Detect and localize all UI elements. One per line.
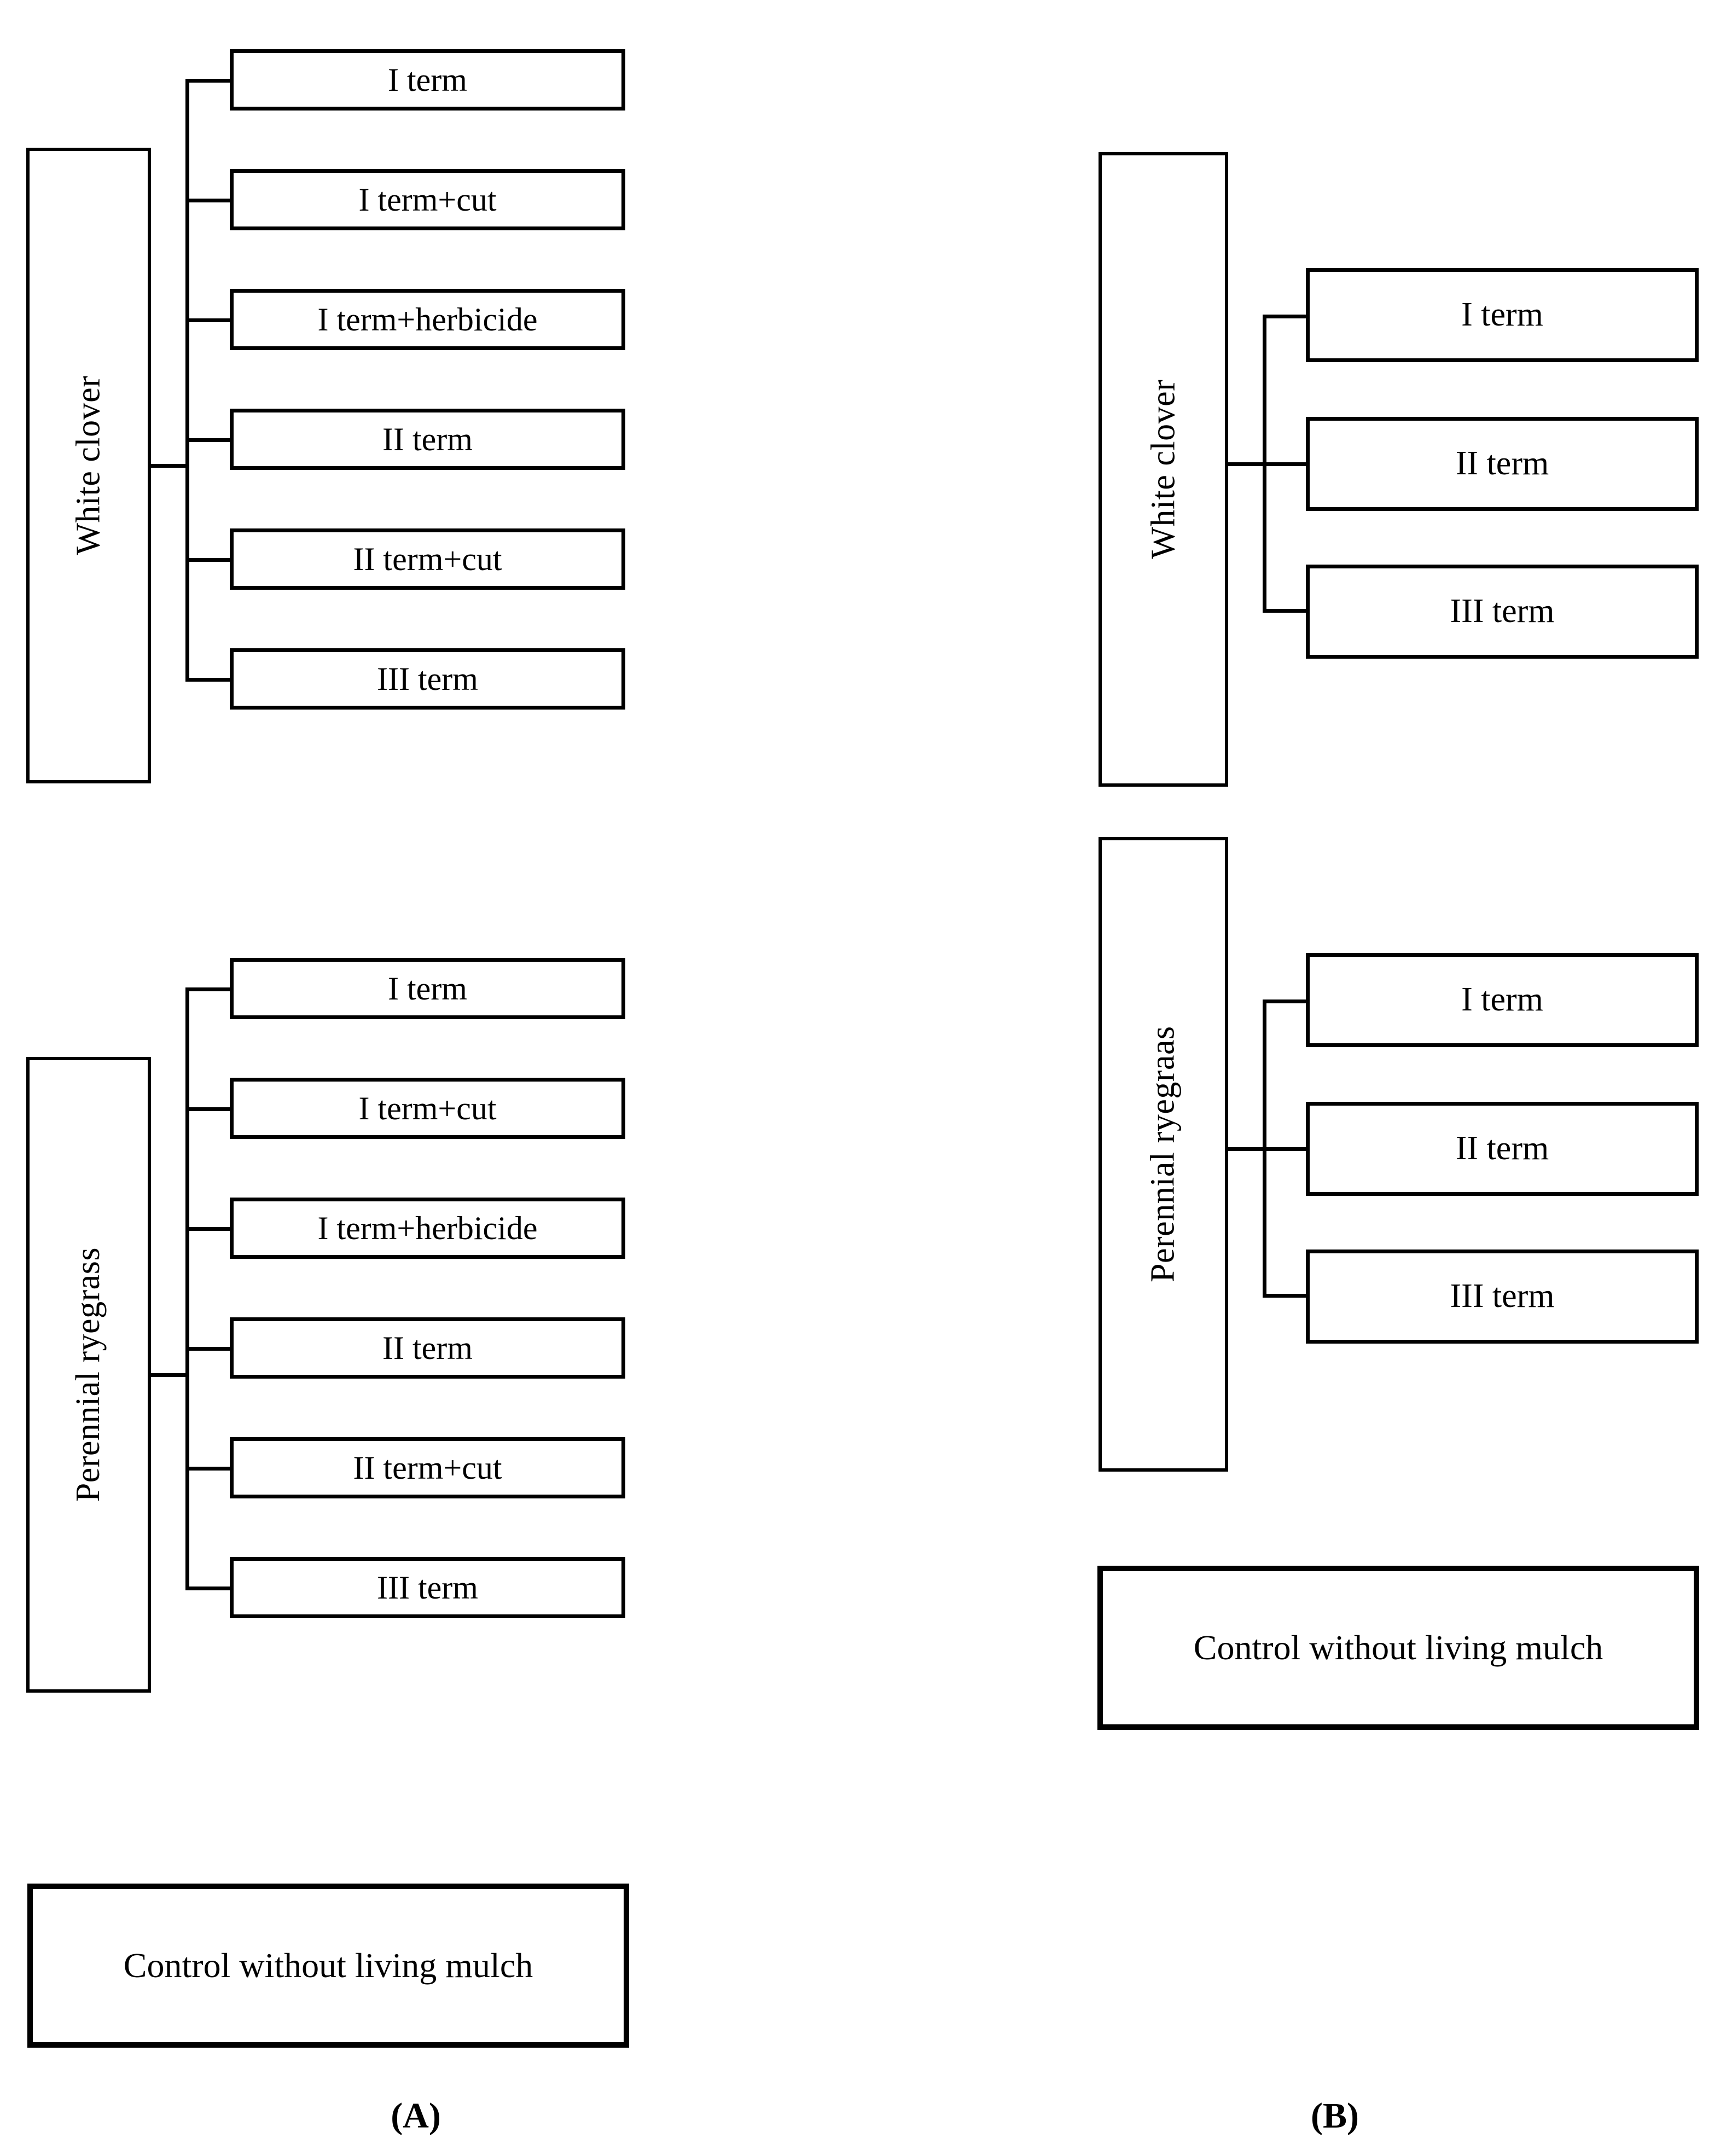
- panel-a-group-1-child-4-label: II term: [382, 421, 473, 457]
- panel-b-group-2-child-2: II term: [1306, 1102, 1699, 1196]
- panel-a-group-2-child-1: I term: [230, 958, 625, 1019]
- panel-a-caption-text: (A): [391, 2096, 441, 2136]
- panel-a-caption: (A): [350, 2095, 481, 2137]
- panel-a-group-2-child-1-label: I term: [388, 970, 467, 1007]
- panel-a-group-1-stub-6: [185, 678, 233, 682]
- panel-a-group-2-parent-label: Perennial ryegrass: [69, 1247, 107, 1502]
- panel-b-group-2-child-3: III term: [1306, 1250, 1699, 1344]
- panel-a-group-1-child-2: I term+cut: [230, 169, 625, 230]
- panel-a-group-1-child-5-label: II term+cut: [353, 541, 502, 577]
- panel-a-group-1-stub-4: [185, 438, 233, 442]
- panel-b-group-1-parent-box: White clover: [1099, 152, 1228, 787]
- panel-a-group-1-stub-3: [185, 318, 233, 322]
- panel-b-group-1-child-2: II term: [1306, 417, 1699, 511]
- panel-b-group-2-trunk: [1225, 1147, 1265, 1151]
- panel-a-group-2-parent-box: Perennial ryegrass: [26, 1057, 151, 1693]
- panel-a-group-1-child-6: III term: [230, 648, 625, 710]
- panel-a-group-2-child-6: III term: [230, 1557, 625, 1618]
- panel-a-group-1-child-2-label: I term+cut: [358, 181, 497, 218]
- panel-b-group-2-child-1-label: I term: [1461, 981, 1543, 1019]
- panel-a-group-2-trunk: [149, 1373, 188, 1377]
- panel-b-group-2-parent-box: Perennial ryegraas: [1099, 837, 1228, 1472]
- panel-a-control-box: Control without living mulch: [27, 1884, 629, 2048]
- panel-b-group-1-child-1-label: I term: [1461, 296, 1543, 334]
- panel-a-group-1-child-4: II term: [230, 409, 625, 470]
- panel-a-group-2-child-4-label: II term: [382, 1329, 473, 1366]
- panel-b-caption: (B): [1269, 2095, 1400, 2137]
- panel-a-group-2-stub-2: [185, 1107, 233, 1111]
- panel-a-group-2-child-3-label: I term+herbicide: [317, 1210, 538, 1246]
- panel-b-group-2-stub-2: [1263, 1147, 1309, 1151]
- panel-b-group-1-trunk: [1225, 462, 1265, 466]
- panel-b-group-2-parent-label: Perennial ryegraas: [1144, 1026, 1182, 1283]
- panel-b-control-box: Control without living mulch: [1097, 1566, 1699, 1730]
- panel-b-group-1-stub-1: [1263, 315, 1309, 318]
- panel-b-group-1-stub-2: [1263, 462, 1309, 466]
- panel-a-group-1-child-3: I term+herbicide: [230, 289, 625, 350]
- panel-a-group-2-child-2: I term+cut: [230, 1078, 625, 1139]
- panel-a-group-1-child-6-label: III term: [377, 660, 478, 697]
- panel-a-group-1-child-3-label: I term+herbicide: [317, 301, 538, 338]
- panel-a-group-1-stub-5: [185, 558, 233, 562]
- panel-a-group-2-stub-4: [185, 1347, 233, 1351]
- panel-b-control-label: Control without living mulch: [1193, 1628, 1603, 1667]
- panel-a-group-2-connector-spine: [185, 987, 189, 1588]
- panel-b-group-1-child-2-label: II term: [1455, 445, 1549, 483]
- panel-a-group-1-connector-spine: [185, 79, 189, 679]
- panel-a-group-2-stub-6: [185, 1587, 233, 1590]
- panel-b-group-2-child-1: I term: [1306, 953, 1699, 1047]
- panel-a-group-1-child-1: I term: [230, 49, 625, 111]
- panel-a-group-2-child-2-label: I term+cut: [358, 1090, 497, 1126]
- panel-a-group-2-child-3: I term+herbicide: [230, 1198, 625, 1259]
- panel-b-group-2-stub-3: [1263, 1294, 1309, 1298]
- panel-a-group-2-stub-5: [185, 1467, 233, 1471]
- panel-a-group-1-child-5: II term+cut: [230, 528, 625, 590]
- panel-b-group-1-stub-3: [1263, 609, 1309, 613]
- panel-a-group-1-parent-label: White clover: [69, 376, 107, 555]
- panel-b-group-1-child-3-label: III term: [1450, 592, 1555, 630]
- panel-b-caption-text: (B): [1311, 2096, 1359, 2136]
- panel-a-group-2-child-6-label: III term: [377, 1569, 478, 1606]
- panel-a-group-2-child-5: II term+cut: [230, 1437, 625, 1498]
- panel-b-group-1-parent-label: White clover: [1144, 380, 1182, 559]
- panel-a-group-1-stub-2: [185, 199, 233, 202]
- panel-a-group-1-trunk: [149, 464, 188, 468]
- panel-a-group-1-child-1-label: I term: [388, 61, 467, 98]
- panel-a-group-1-stub-1: [185, 79, 233, 83]
- panel-b-group-2-stub-1: [1263, 999, 1309, 1003]
- panel-b-group-2-child-3-label: III term: [1450, 1277, 1555, 1315]
- panel-a-group-2-stub-1: [185, 987, 233, 991]
- panel-a-group-2-child-5-label: II term+cut: [353, 1449, 502, 1486]
- panel-a-group-2-child-4: II term: [230, 1317, 625, 1379]
- panel-b-group-1-child-3: III term: [1306, 565, 1699, 659]
- panel-b-group-1-child-1: I term: [1306, 268, 1699, 362]
- panel-a-control-label: Control without living mulch: [123, 1946, 533, 1985]
- panel-a-group-2-stub-3: [185, 1227, 233, 1231]
- panel-a-group-1-parent-box: White clover: [26, 148, 151, 783]
- panel-b-group-2-child-2-label: II term: [1455, 1130, 1549, 1167]
